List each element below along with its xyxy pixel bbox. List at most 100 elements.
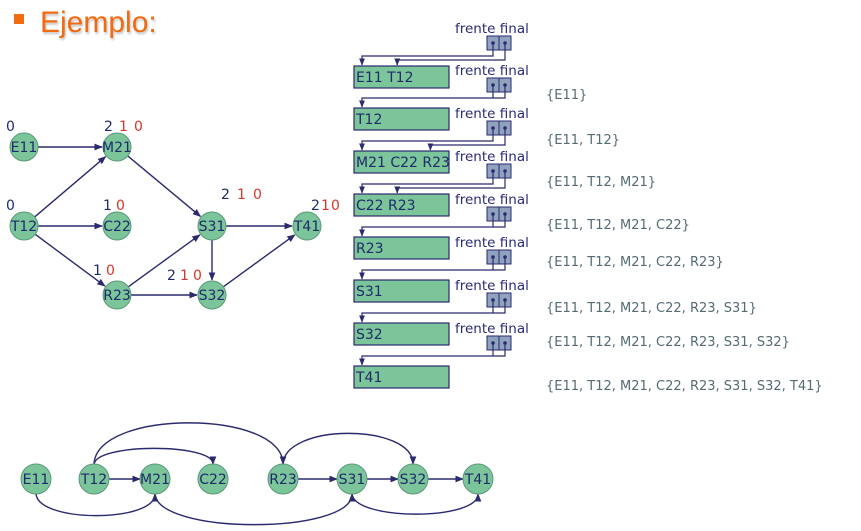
- edge-S32-T41: [222, 234, 296, 288]
- rear-pointer-arrow: [427, 128, 506, 151]
- order-edge-S31-T41: [351, 492, 482, 515]
- node-label: C22: [199, 472, 227, 488]
- edge-T12-M21: [34, 156, 107, 218]
- queue-state-2: M21 C22 R23: [353, 150, 450, 174]
- node-label: E11: [23, 472, 50, 488]
- node-label: E11: [11, 140, 38, 156]
- queue-box: [353, 279, 450, 303]
- front-pointer-arrow: [359, 257, 494, 280]
- node-label: T12: [10, 219, 37, 235]
- node-circle: [20, 463, 52, 495]
- node-circle: [462, 463, 494, 495]
- front-pointer-arrow: [359, 85, 494, 108]
- queue-state-0: E11 T12: [353, 65, 450, 89]
- node-label: S31: [339, 472, 366, 488]
- indegree-value: 0: [134, 119, 143, 135]
- node-circle: [292, 211, 322, 241]
- node-circle: [267, 463, 299, 495]
- pointer-labels: frente final: [455, 321, 529, 337]
- slide-title-text: Ejemplo:: [40, 6, 157, 39]
- graph-node-E11: E11: [9, 132, 39, 162]
- queue-pointers-7: frente final: [359, 321, 529, 366]
- node-circle: [197, 463, 229, 495]
- node-circle: [9, 132, 39, 162]
- node-circle: [9, 211, 39, 241]
- front-pointer-arrow: [359, 300, 494, 323]
- node-label: C22: [103, 219, 131, 235]
- slide-title: Ejemplo:: [14, 6, 157, 40]
- pointer-labels: frente final: [455, 149, 529, 165]
- indegree-value: 0: [193, 268, 202, 284]
- queue-contents: S31: [356, 284, 383, 300]
- node-label: T41: [293, 219, 320, 235]
- queue-box: [353, 322, 450, 346]
- indegree-value: 0: [253, 187, 262, 203]
- queue-box: [353, 236, 450, 260]
- queue-contents: E11 T12: [356, 70, 413, 86]
- rear-pointer-arrow: [493, 300, 506, 314]
- order-node-R23: R23: [267, 463, 299, 495]
- queue-box: [353, 150, 450, 174]
- queue-pointers-6: frente final: [359, 278, 529, 323]
- queue-box: [353, 193, 450, 217]
- visited-set: {E11, T12}: [546, 133, 620, 148]
- indegree-value: 2: [221, 187, 230, 203]
- graph-node-R23: R23: [102, 280, 132, 310]
- rear-pointer-arrow: [493, 214, 506, 228]
- graph-node-S32: S32: [197, 280, 227, 310]
- node-label: S31: [199, 219, 226, 235]
- indegree-value: 1: [237, 187, 246, 203]
- rear-pointer-arrow: [493, 85, 506, 99]
- queue-pointers-4: frente final: [359, 192, 529, 237]
- queue-contents: S32: [356, 327, 383, 343]
- rear-pointer-arrow: [493, 343, 506, 357]
- visited-set: {E11}: [546, 88, 587, 103]
- queue-contents: T12: [355, 112, 382, 128]
- graph-node-T41: T41: [292, 211, 322, 241]
- edge-M21-S31: [127, 155, 202, 217]
- visited-set: {E11, T12, M21, C22, R23, S31}: [546, 301, 757, 316]
- front-pointer-arrow: [359, 128, 494, 151]
- rear-pointer-arrow: [394, 43, 506, 66]
- order-node-E11: E11: [20, 463, 52, 495]
- graph-node-M21: M21: [102, 132, 132, 162]
- indegree-value: 1: [93, 263, 102, 279]
- node-circle: [139, 463, 171, 495]
- order-node-C22: C22: [197, 463, 229, 495]
- node-circle: [197, 211, 227, 241]
- graph-node-C22: C22: [102, 211, 132, 241]
- order-edge-M21-S31: [154, 492, 356, 526]
- node-label: T12: [80, 472, 107, 488]
- graph-node-S31: S31: [197, 211, 227, 241]
- queue-pointers-5: frente final: [359, 235, 529, 280]
- queue-box: [353, 365, 450, 389]
- front-pointer-arrow: [359, 343, 494, 366]
- node-label: R23: [269, 472, 297, 488]
- indegree-value: 0: [331, 198, 340, 214]
- node-circle: [336, 463, 368, 495]
- visited-set: {E11, T12, M21, C22}: [546, 218, 690, 233]
- front-pointer-arrow: [359, 43, 494, 66]
- visited-set: {E11, T12, M21}: [546, 175, 656, 190]
- indegree-value: 0: [6, 119, 15, 135]
- bullet-icon: [14, 14, 24, 24]
- front-pointer-arrow: [359, 171, 494, 194]
- front-pointer-arrow: [359, 214, 494, 237]
- node-label: M21: [140, 472, 170, 488]
- order-node-T41: T41: [462, 463, 494, 495]
- edge-T12-R23: [34, 233, 106, 287]
- node-label: T41: [464, 472, 491, 488]
- pointer-labels: frente final: [455, 192, 529, 208]
- visited-set: {E11, T12, M21, C22, R23, S31, S32}: [546, 335, 790, 350]
- queue-pointers-3: frente final: [359, 149, 529, 194]
- indegree-value: 2: [104, 119, 113, 135]
- order-edge-E11-M21: [35, 492, 159, 517]
- queue-contents: T41: [355, 370, 382, 386]
- node-circle: [102, 211, 132, 241]
